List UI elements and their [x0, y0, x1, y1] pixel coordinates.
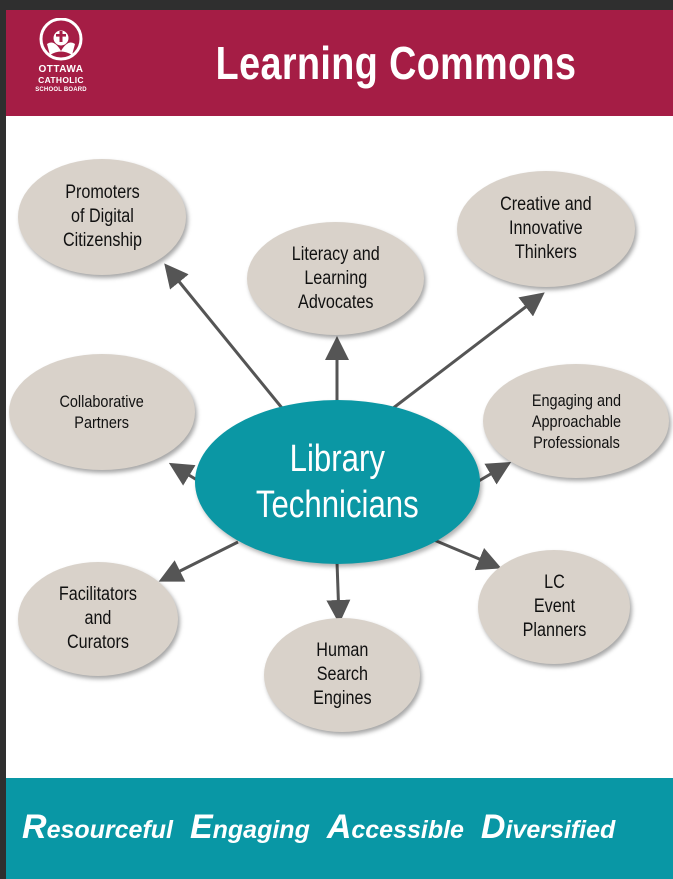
- node-human-search-engines: Human Search Engines: [264, 618, 420, 732]
- concept-diagram: Promoters of Digital Citizenship Literac…: [6, 116, 673, 786]
- poster: OTTAWA CATHOLIC SCHOOL BOARD Learning Co…: [6, 10, 673, 879]
- logo-line-2: CATHOLIC: [38, 75, 84, 85]
- node-collaborative-partners: Collaborative Partners: [9, 354, 195, 470]
- node-label: Literacy and Learning Advocates: [291, 243, 380, 313]
- school-board-logo: OTTAWA CATHOLIC SCHOOL BOARD: [22, 18, 100, 106]
- node-creative-thinkers: Creative and Innovative Thinkers: [457, 171, 635, 287]
- tagline-initial: A: [326, 808, 352, 846]
- footer-banner: Resourceful Engaging Accessible Diversif…: [6, 778, 673, 879]
- header-banner: OTTAWA CATHOLIC SCHOOL BOARD Learning Co…: [6, 10, 673, 116]
- node-label: Creative and Innovative Thinkers: [500, 194, 592, 263]
- arrow-to-search: [326, 561, 351, 624]
- tagline-initial: R: [22, 808, 47, 846]
- tagline-initial: E: [189, 808, 213, 846]
- tagline-rest: ccessible: [351, 816, 464, 844]
- arrows-layer: [158, 263, 545, 624]
- node-label: Engaging and Approachable Professionals: [531, 390, 621, 452]
- node-label: LC Event Planners: [522, 572, 586, 641]
- arrow-to-collab: [168, 462, 198, 486]
- node-event-planners: LC Event Planners: [478, 550, 630, 664]
- node-label: Facilitators and Curators: [58, 584, 138, 653]
- node-label: Promoters of Digital Citizenship: [62, 182, 142, 251]
- logo-emblem-icon: [39, 18, 83, 61]
- arrow-to-creative: [387, 292, 545, 414]
- node-label: Collaborative Partners: [59, 392, 145, 432]
- node-engaging-professionals: Engaging and Approachable Professionals: [483, 364, 669, 478]
- center-label: Library Technicians: [256, 438, 419, 526]
- node-facilitators-curators: Facilitators and Curators: [18, 562, 178, 676]
- tagline-word-accessible: Accessible: [327, 808, 464, 846]
- node-digital-citizenship: Promoters of Digital Citizenship: [18, 159, 186, 275]
- tagline-rest: esourceful: [46, 816, 173, 844]
- page-title: Learning Commons: [215, 37, 577, 89]
- tagline-word-resourceful: Resourceful: [22, 808, 173, 846]
- arrow-to-digital: [164, 263, 284, 409]
- arrow-to-engaging: [476, 461, 512, 485]
- tagline-rest: iversified: [505, 816, 616, 844]
- tagline-word-engaging: Engaging: [190, 808, 310, 846]
- tagline-rest: ngaging: [212, 816, 310, 844]
- center-library-technicians: Library Technicians: [195, 400, 480, 564]
- node-label: Human Search Engines: [312, 640, 372, 709]
- tagline-initial: D: [480, 808, 506, 846]
- logo-line-3: SCHOOL BOARD: [35, 87, 87, 93]
- tagline-word-diversified: Diversified: [481, 808, 616, 846]
- tagline: Resourceful Engaging Accessible Diversif…: [22, 808, 625, 847]
- arrow-to-events: [433, 538, 502, 571]
- node-literacy-advocates: Literacy and Learning Advocates: [247, 222, 424, 335]
- arrow-to-facilitators: [158, 540, 239, 582]
- logo-line-1: OTTAWA: [38, 64, 84, 75]
